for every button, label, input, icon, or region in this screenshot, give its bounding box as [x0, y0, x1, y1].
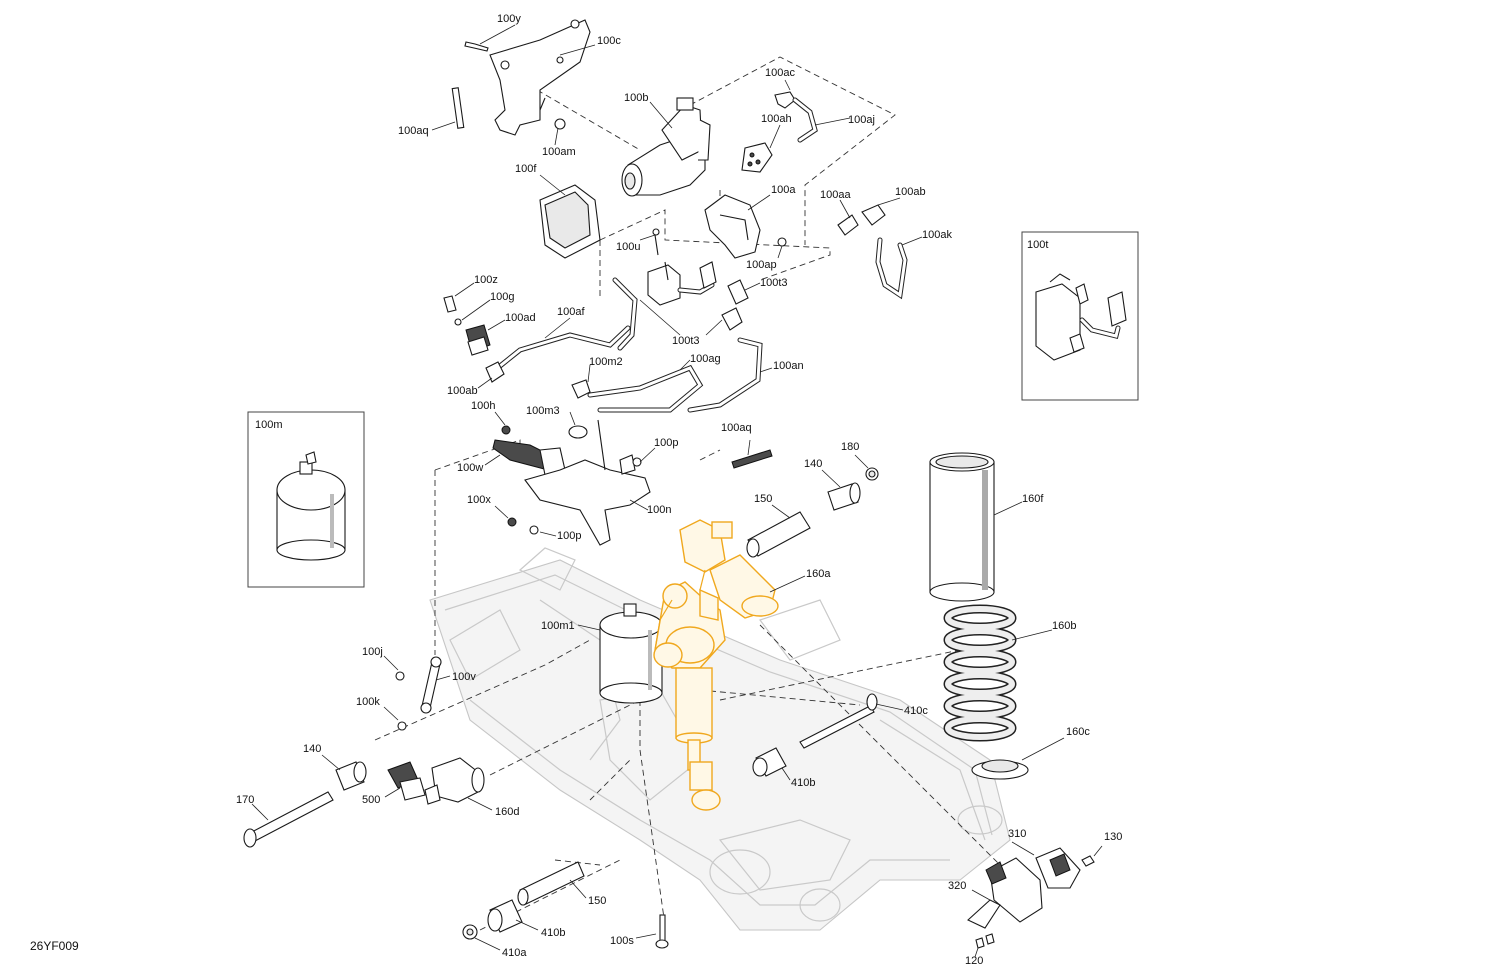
label-150-top: 150: [754, 493, 772, 505]
shock-absorber-160a: [653, 519, 806, 811]
spring-seat-160c: [971, 737, 1065, 780]
label-320: 320: [948, 880, 966, 892]
label-150-bot: 150: [588, 895, 606, 907]
label-100ak: 100ak: [922, 229, 952, 241]
nut-icon: [777, 237, 787, 247]
fittings-right: [837, 197, 923, 300]
label-100w: 100w: [457, 462, 483, 474]
label-140-bot: 140: [303, 743, 321, 755]
label-100m-box: 100m: [255, 419, 283, 431]
label-100a: 100a: [771, 184, 796, 196]
label-160a: 160a: [806, 568, 831, 580]
label-140-top: 140: [804, 458, 822, 470]
label-100p-b: 100p: [557, 530, 581, 542]
label-100an: 100an: [773, 360, 804, 372]
label-100f: 100f: [515, 163, 537, 175]
diagram-code: 26YF009: [30, 939, 79, 953]
label-100m2: 100m2: [589, 356, 623, 368]
coil-spring-160b: [943, 604, 1053, 742]
nut-icon: [554, 118, 566, 130]
label-100n: 100n: [647, 504, 671, 516]
pivot-block-310: [967, 841, 1103, 958]
label-100g: 100g: [490, 291, 514, 303]
label-100am: 100am: [542, 146, 576, 158]
label-100ap: 100ap: [746, 259, 777, 271]
accumulator-100m1: [577, 603, 663, 704]
lower-left-parts: [243, 754, 493, 848]
bolt-410c: [799, 693, 904, 749]
label-160f: 160f: [1022, 493, 1044, 505]
spring-cover-160f: [929, 452, 1023, 602]
bracket-100c: [431, 19, 596, 146]
label-100t3-b: 100t3: [672, 335, 700, 347]
label-100h: 100h: [471, 400, 495, 412]
label-100y: 100y: [497, 13, 521, 25]
label-100ab-mid: 100ab: [447, 385, 478, 397]
valve-100t3: [612, 228, 761, 351]
sensor-100w: [484, 411, 773, 546]
label-120: 120: [965, 955, 983, 967]
sleeve-100f: [539, 174, 601, 259]
label-410c: 410c: [904, 705, 928, 717]
pin-100aq: [451, 87, 465, 129]
label-100m1: 100m1: [541, 620, 575, 632]
label-100u: 100u: [616, 241, 640, 253]
label-160c: 160c: [1066, 726, 1090, 738]
label-100aj: 100aj: [848, 114, 875, 126]
bracket-100a: [704, 194, 787, 259]
linkage-100v: [383, 655, 451, 731]
bushing-410b-mid: [752, 747, 791, 781]
label-100aa: 100aa: [820, 189, 851, 201]
label-100ac: 100ac: [765, 67, 795, 79]
screw-icon: [464, 41, 489, 52]
label-100v: 100v: [452, 671, 476, 683]
bolt-100s: [635, 914, 669, 949]
label-100aq-top: 100aq: [398, 125, 429, 137]
label-500: 500: [362, 794, 380, 806]
label-100t-box: 100t: [1027, 239, 1048, 251]
label-100t3-a: 100t3: [760, 277, 788, 289]
lower-bushings: [462, 861, 587, 951]
swing-arm-ghost: [429, 547, 1011, 931]
part-labels: 100y 100c 100aq 100am 100b 100ac 100ah 1…: [30, 13, 1122, 967]
label-160b: 160b: [1052, 620, 1076, 632]
label-100ag: 100ag: [690, 353, 721, 365]
label-100af: 100af: [557, 306, 585, 318]
label-410b-bot: 410b: [541, 927, 565, 939]
label-410a: 410a: [502, 947, 527, 959]
label-100aq-mid: 100aq: [721, 422, 752, 434]
label-100c: 100c: [597, 35, 621, 47]
hoses-100ag: [571, 337, 773, 413]
detail-box-100t: [1021, 231, 1139, 401]
motor-100b: [621, 97, 711, 197]
shock-absorber-icon: [653, 519, 779, 811]
label-100ab-top: 100ab: [895, 186, 926, 198]
bushings-top: [746, 454, 879, 558]
label-100ah: 100ah: [761, 113, 792, 125]
label-180: 180: [841, 441, 859, 453]
label-100p-a: 100p: [654, 437, 678, 449]
label-100ad: 100ad: [505, 312, 536, 324]
label-100s: 100s: [610, 935, 634, 947]
label-160d: 160d: [495, 806, 519, 818]
label-410b-mid: 410b: [791, 777, 815, 789]
label-100z: 100z: [474, 274, 498, 286]
label-100j: 100j: [362, 646, 383, 658]
label-100k: 100k: [356, 696, 380, 708]
detail-box-100m: [247, 411, 365, 588]
fittings-top-right: [741, 79, 851, 173]
label-130: 130: [1104, 831, 1122, 843]
label-170: 170: [236, 794, 254, 806]
filter-group-100ad: [443, 282, 631, 389]
label-310: 310: [1008, 828, 1026, 840]
label-100b: 100b: [624, 92, 648, 104]
label-100x: 100x: [467, 494, 491, 506]
label-100m3: 100m3: [526, 405, 560, 417]
bracket-icon: [489, 19, 591, 136]
